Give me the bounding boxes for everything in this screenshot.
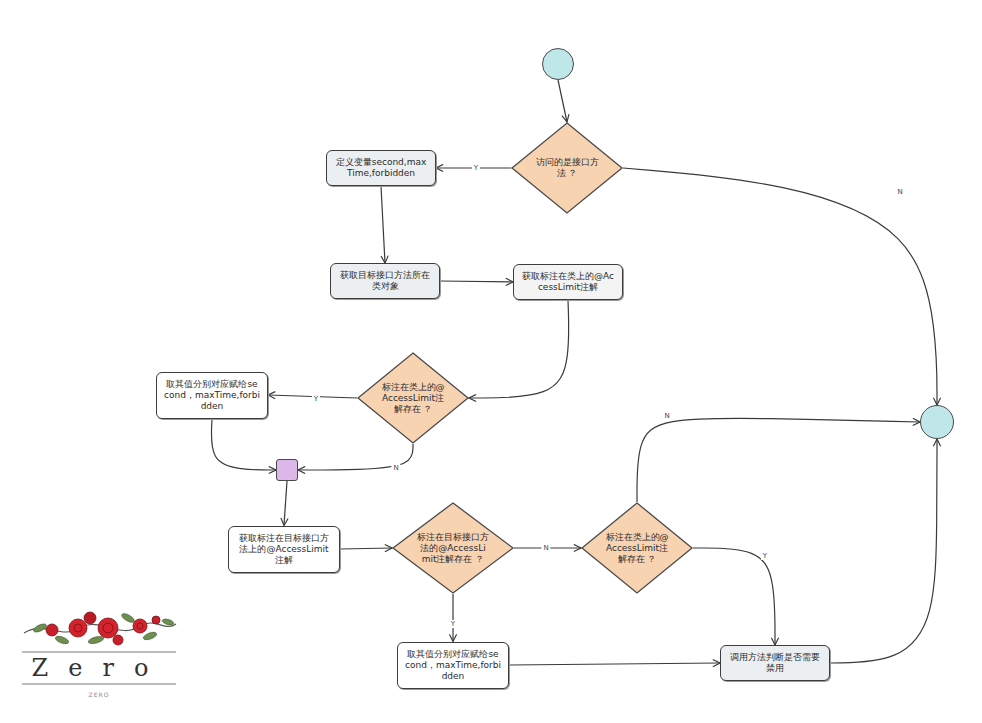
branch-label: N [895, 188, 904, 196]
node-text: 标注在类上的@AccessLimit注解存在 ？ [380, 382, 447, 415]
node-text: 取其值分别对应赋给second，maxTime,forbidden [164, 379, 260, 412]
branch-label: Y [761, 552, 769, 560]
terminal-circle [542, 48, 574, 80]
diamond-text-area: 标注在目标接口方法的@AccessLimit注解存在 ？ [417, 532, 490, 565]
node-text: 标注在目标接口方法的@AccessLimit注解存在 ？ [417, 532, 490, 565]
flow-connector [440, 281, 513, 282]
diamond-shape [393, 503, 513, 593]
node-text: 取其值分别对应赋给second，maxTime,forbidden [405, 649, 501, 682]
terminal-circle [920, 405, 954, 439]
flow-connector [623, 168, 937, 405]
flow-connector [693, 548, 775, 645]
process-box: 获取标注在目标接口方法上的@AccessLimit注解 [228, 526, 340, 573]
decision-diamond: 标注在目标接口方法的@AccessLimit注解存在 ？ [392, 502, 514, 594]
branch-label: N [662, 412, 671, 420]
process-box: 定义变量second,maxTime,forbidden [326, 150, 436, 186]
node-text: 获取目标接口方法所在类对象 [338, 270, 432, 292]
branch-label: Y [449, 620, 457, 628]
diamond-text-area: 访问的是接口方法 ？ [534, 157, 601, 179]
node-text: 访问的是接口方法 ？ [534, 157, 601, 179]
flow-connector [469, 300, 569, 398]
merge-node [276, 459, 298, 481]
node-text: 定义变量second,maxTime,forbidden [334, 157, 428, 179]
node-text: 调用方法判断是否需要禁用 [728, 652, 822, 674]
flow-connector [509, 663, 720, 665]
diamond-text-area: 标注在类上的@AccessLimit注解存在 ？ [604, 532, 671, 565]
process-box: 取其值分别对应赋给second，maxTime,forbidden [397, 642, 509, 689]
decision-diamond: 标注在类上的@AccessLimit注解存在 ？ [357, 352, 469, 444]
flow-connector [637, 418, 920, 502]
flow-connector [284, 481, 287, 526]
decision-diamond: 访问的是接口方法 ？ [511, 122, 623, 214]
rose-leaves [32, 612, 174, 645]
diamond-shape [582, 503, 692, 593]
branch-label: Y [472, 164, 480, 172]
flow-connector [830, 439, 937, 663]
process-box: 获取标注在类上的@AccessLimit注解 [513, 264, 623, 300]
branch-label: N [391, 464, 400, 472]
branch-label: N [541, 544, 550, 552]
rose-flowers [46, 612, 160, 645]
process-box: 调用方法判断是否需要禁用 [720, 645, 830, 681]
flow-connector [558, 80, 567, 122]
process-box: 获取目标接口方法所在类对象 [330, 263, 440, 299]
flow-connector [381, 186, 385, 263]
diamond-shape [358, 353, 468, 443]
decision-diamond: 标注在类上的@AccessLimit注解存在 ？ [581, 502, 693, 594]
diamond-text-area: 标注在类上的@AccessLimit注解存在 ？ [380, 382, 447, 415]
flow-connector [340, 548, 392, 549]
node-text: 获取标注在类上的@AccessLimit注解 [521, 271, 615, 293]
node-text: 获取标注在目标接口方法上的@AccessLimit注解 [236, 533, 332, 566]
logo-text: Zero [32, 654, 169, 682]
flow-connector [452, 594, 453, 642]
logo-text: ZERO [89, 691, 110, 698]
flow-connector [211, 419, 276, 471]
diamond-shape [512, 123, 622, 213]
branch-label: Y [312, 395, 320, 403]
node-text: 标注在类上的@AccessLimit注解存在 ？ [604, 532, 671, 565]
process-box: 取其值分别对应赋给second，maxTime,forbidden [156, 372, 268, 419]
